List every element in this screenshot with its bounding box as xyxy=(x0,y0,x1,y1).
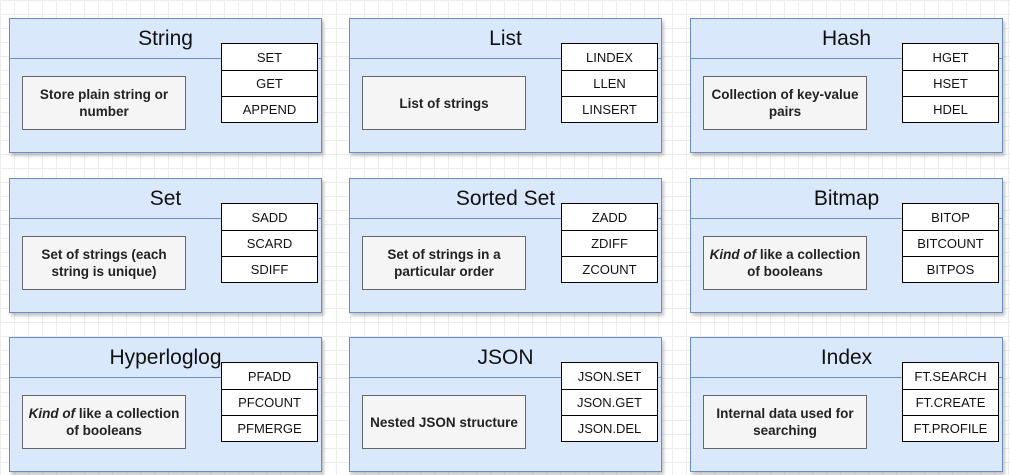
desc-text: Set of strings in a particular order xyxy=(387,247,501,279)
command-item: HDEL xyxy=(903,96,998,122)
card-description: Set of strings in a particular order xyxy=(362,236,526,290)
command-item: SET xyxy=(256,49,283,65)
card-set: Set Set of strings (each string is uniqu… xyxy=(9,178,322,313)
desc-emphasis: Kind of xyxy=(709,247,757,262)
command-list: HGET HSET HDEL xyxy=(902,43,999,123)
card-description: Internal data used for searching xyxy=(703,395,867,449)
command-list: LINDEX LLEN LINSERT xyxy=(561,43,658,123)
card-body: Kind of like a collection of booleans PF… xyxy=(10,362,321,471)
card-body: Set of strings (each string is unique) S… xyxy=(10,203,321,312)
command-list: SET GET APPEND xyxy=(221,43,318,123)
command-item: JSON.GET xyxy=(562,389,657,415)
card-list: List List of strings LINDEX LLEN LINSERT xyxy=(349,18,662,153)
command-item: PFMERGE xyxy=(222,415,317,441)
command-item: SADD xyxy=(251,209,288,225)
command-item: FT.PROFILE xyxy=(903,415,998,441)
command-item: FT.SEARCH xyxy=(914,368,987,384)
card-description: List of strings xyxy=(362,76,526,130)
card-body: Collection of key-value pairs HGET HSET … xyxy=(691,43,1002,152)
card-body: Kind of like a collection of booleans BI… xyxy=(691,203,1002,312)
command-item: JSON.SET xyxy=(577,368,642,384)
card-description: Set of strings (each string is unique) xyxy=(22,236,186,290)
command-item: ZCOUNT xyxy=(562,256,657,282)
command-item: PFCOUNT xyxy=(222,389,317,415)
command-item: HSET xyxy=(903,70,998,96)
command-list: PFADD PFCOUNT PFMERGE xyxy=(221,362,318,442)
card-body: Internal data used for searching FT.SEAR… xyxy=(691,362,1002,471)
command-item: BITCOUNT xyxy=(903,230,998,256)
card-body: Store plain string or number SET GET APP… xyxy=(10,43,321,152)
command-item: BITPOS xyxy=(903,256,998,282)
command-item: FT.CREATE xyxy=(903,389,998,415)
command-item: JSON.DEL xyxy=(562,415,657,441)
command-item: LINSERT xyxy=(562,96,657,122)
card-title: String xyxy=(10,19,321,59)
command-item: LINDEX xyxy=(586,49,633,65)
card-string: String Store plain string or number SET … xyxy=(9,18,322,153)
desc-text: Store plain string or number xyxy=(39,87,169,119)
card-body: Set of strings in a particular order ZAD… xyxy=(350,203,661,312)
command-list: FT.SEARCH FT.CREATE FT.PROFILE xyxy=(902,362,999,442)
desc-text: List of strings xyxy=(399,95,489,111)
desc-text: like a collection of booleans xyxy=(747,247,861,279)
card-json: JSON Nested JSON structure JSON.SET JSON… xyxy=(349,337,662,472)
desc-text: Set of strings (each string is unique) xyxy=(41,247,167,279)
card-sorted-set: Sorted Set Set of strings in a particula… xyxy=(349,178,662,313)
command-item: BITOP xyxy=(931,209,970,225)
command-list: ZADD ZDIFF ZCOUNT xyxy=(561,203,658,283)
card-description: Nested JSON structure xyxy=(362,395,526,449)
desc-emphasis: Kind of xyxy=(28,406,76,421)
card-description: Collection of key-value pairs xyxy=(703,76,867,130)
command-list: SADD SCARD SDIFF xyxy=(221,203,318,283)
command-item: PFADD xyxy=(247,368,292,384)
command-item: SCARD xyxy=(222,230,317,256)
card-body: Nested JSON structure JSON.SET JSON.GET … xyxy=(350,362,661,471)
command-item: LLEN xyxy=(562,70,657,96)
card-body: List of strings LINDEX LLEN LINSERT xyxy=(350,43,661,152)
command-item: GET xyxy=(222,70,317,96)
card-description: Kind of like a collection of booleans xyxy=(22,395,186,449)
card-bitmap: Bitmap Kind of like a collection of bool… xyxy=(690,178,1003,313)
card-hash: Hash Collection of key-value pairs HGET … xyxy=(690,18,1003,153)
command-list: JSON.SET JSON.GET JSON.DEL xyxy=(561,362,658,442)
command-item: ZADD xyxy=(591,209,628,225)
card-index: Index Internal data used for searching F… xyxy=(690,337,1003,472)
desc-text: Collection of key-value pairs xyxy=(711,87,859,119)
desc-text: like a collection of booleans xyxy=(66,406,180,438)
card-title: Bitmap xyxy=(691,179,1002,219)
command-item: ZDIFF xyxy=(562,230,657,256)
command-item: SDIFF xyxy=(222,256,317,282)
command-item: HGET xyxy=(932,49,969,65)
command-list: BITOP BITCOUNT BITPOS xyxy=(902,203,999,283)
desc-text: Internal data used for searching xyxy=(716,406,854,438)
card-description: Kind of like a collection of booleans xyxy=(703,236,867,290)
command-item: APPEND xyxy=(222,96,317,122)
card-description: Store plain string or number xyxy=(22,76,186,130)
desc-text: Nested JSON structure xyxy=(370,414,518,430)
card-hyperloglog: Hyperloglog Kind of like a collection of… xyxy=(9,337,322,472)
